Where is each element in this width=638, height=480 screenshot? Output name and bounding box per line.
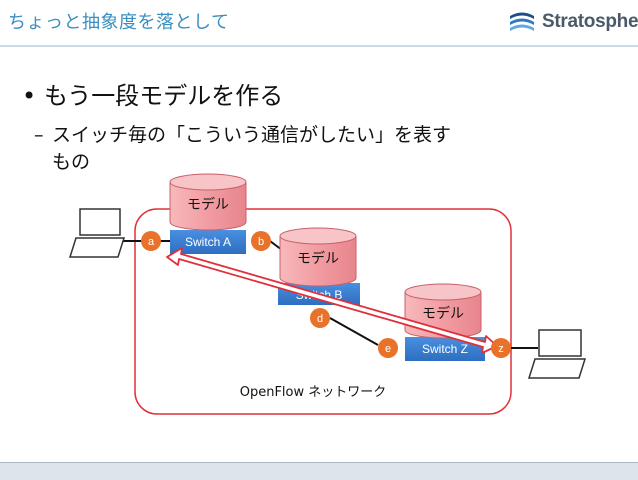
- model-cylinder-b: モデル: [279, 227, 357, 287]
- header-divider: [0, 45, 638, 47]
- port-b-label: b: [258, 236, 264, 248]
- port-a[interactable]: a: [141, 231, 161, 251]
- stratosphere-logo: Stratosphere: [508, 10, 638, 34]
- model-z-label: モデル: [422, 305, 464, 322]
- port-a-label: a: [148, 236, 155, 248]
- laptop-left-icon: [68, 208, 126, 258]
- link-d-e: [329, 317, 379, 346]
- slide-header: ちょっと抽象度を落として Stratosphere: [0, 0, 638, 62]
- network-label: OpenFlow ネットワーク: [240, 385, 387, 400]
- port-z-label: z: [498, 343, 504, 355]
- port-e[interactable]: e: [378, 338, 398, 358]
- port-e-label: e: [385, 343, 391, 355]
- port-b[interactable]: b: [251, 231, 271, 251]
- switch-a-box[interactable]: [170, 230, 246, 254]
- footer-bar: [0, 462, 638, 480]
- bullet-list: •もう一段モデルを作る: [22, 78, 622, 114]
- sub-bullet: – スイッチ毎の「こういう通信がしたい」を表す もの: [34, 122, 602, 176]
- port-z[interactable]: z: [491, 338, 511, 358]
- laptop-right-icon: [527, 329, 587, 379]
- switch-z-label: Switch Z: [422, 342, 468, 356]
- bullet-item: •もう一段モデルを作る: [22, 78, 622, 114]
- port-d[interactable]: d: [310, 308, 330, 328]
- bullet-dot: •: [22, 82, 37, 110]
- sub-bullet-line-2: もの: [52, 151, 91, 173]
- sub-bullet-dash: –: [34, 124, 44, 146]
- stratosphere-logo-icon: [510, 12, 534, 31]
- model-b-label: モデル: [297, 250, 339, 267]
- port-d-label: d: [317, 313, 323, 325]
- model-cylinder-a: モデル: [169, 173, 247, 231]
- sub-bullet-line-1: スイッチ毎の「こういう通信がしたい」を表す: [52, 124, 452, 146]
- slide-title: ちょっと抽象度を落として: [8, 12, 230, 33]
- bullet-text: もう一段モデルを作る: [44, 82, 284, 110]
- model-a-label: モデル: [187, 196, 229, 213]
- openflow-network-boundary: [134, 208, 512, 415]
- switch-a-label: Switch A: [185, 235, 231, 249]
- logo-text: Stratosphere: [542, 11, 638, 32]
